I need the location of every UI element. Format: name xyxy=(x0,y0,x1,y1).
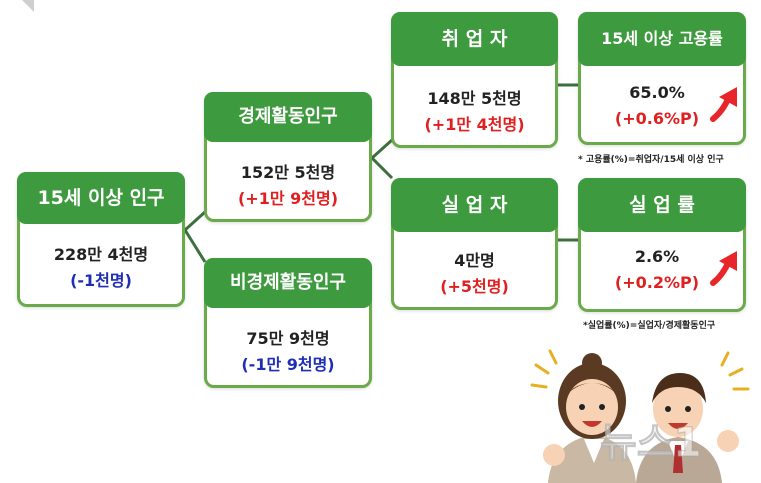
population-15plus-value: 228만 4천명 xyxy=(53,245,149,264)
employment-rate-change: (+0.6%P) xyxy=(614,109,700,128)
population-15plus-title: 15세 이상 인구 xyxy=(17,172,185,224)
unemployment-rate-value: 2.6% xyxy=(634,247,680,266)
economically-active-value: 152만 5천명 xyxy=(240,163,336,182)
non-economically-active-change: (-1만 9천명) xyxy=(241,355,335,374)
economically-active-title: 경제활동인구 xyxy=(204,92,372,142)
employed-title: 취 업 자 xyxy=(391,12,558,66)
non-economically-active-box: 비경제활동인구 75만 9천명 (-1만 9천명) xyxy=(204,258,372,388)
economically-active-change: (+1만 9천명) xyxy=(237,189,339,208)
employment-rate-box: 15세 이상 고용률 65.0% (+0.6%P) xyxy=(578,12,746,145)
economically-active-box: 경제활동인구 152만 5천명 (+1만 9천명) xyxy=(204,92,372,222)
increase-arrow-icon xyxy=(710,87,737,122)
employment-rate-value: 65.0% xyxy=(629,83,685,102)
employed-value: 148만 5천명 xyxy=(427,89,522,108)
employment-rate-note: * 고용률(%)=취업자/15세 이상 인구 xyxy=(578,155,724,165)
unemployment-rate-box: 실 업 률 2.6% (+0.2%P) xyxy=(578,178,746,312)
cheering-workers-illustration xyxy=(530,349,750,483)
unemployment-rate-change: (+0.2%P) xyxy=(614,273,700,292)
non-economically-active-title: 비경제활동인구 xyxy=(204,258,372,308)
unemployment-rate-title: 실 업 률 xyxy=(578,178,746,232)
unemployed-value: 4만명 xyxy=(454,251,495,270)
employed-change: (+1만 4천명) xyxy=(424,115,525,134)
news1-watermark: 뉴스1 xyxy=(599,420,702,467)
unemployed-title: 실 업 자 xyxy=(391,178,558,232)
unemployed-change: (+5천명) xyxy=(440,277,509,296)
employed-box: 취 업 자 148만 5천명 (+1만 4천명) xyxy=(391,12,558,148)
increase-arrow-icon xyxy=(710,251,737,286)
unemployment-rate-note: *실업률(%)=실업자/경제활동인구 xyxy=(583,321,716,331)
employment-rate-title: 15세 이상 고용률 xyxy=(578,12,746,66)
unemployed-box: 실 업 자 4만명 (+5천명) xyxy=(391,178,558,310)
non-economically-active-value: 75만 9천명 xyxy=(246,329,330,348)
population-15plus-box: 15세 이상 인구 228만 4천명 (-1천명) xyxy=(17,172,185,307)
population-15plus-change: (-1천명) xyxy=(70,271,132,290)
